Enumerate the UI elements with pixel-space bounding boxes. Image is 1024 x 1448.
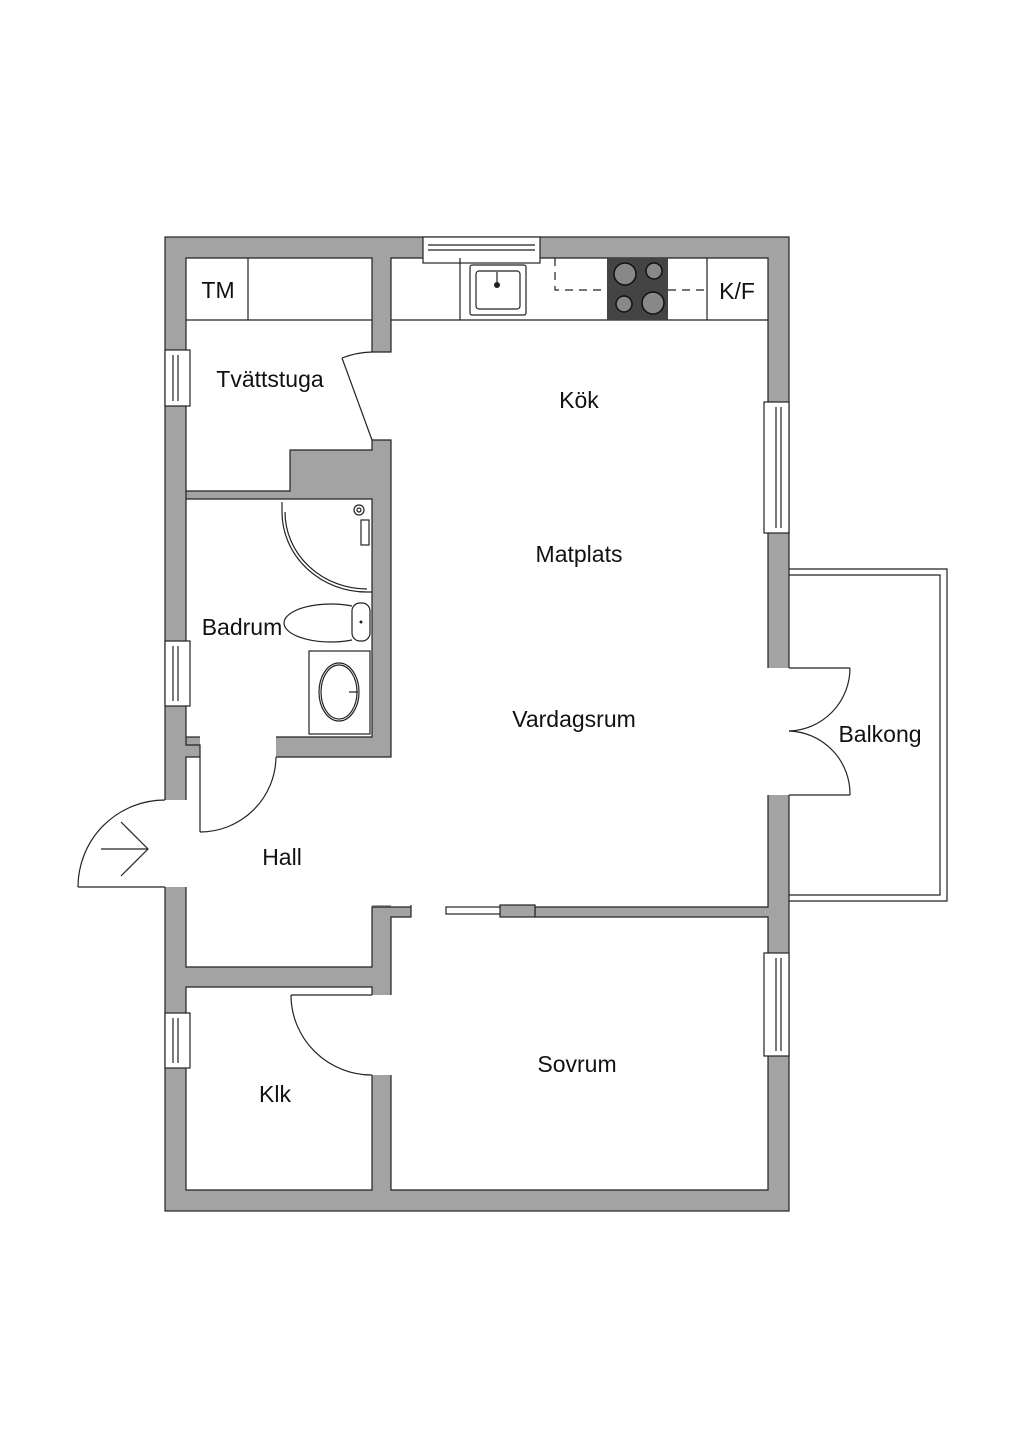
balcony [789, 568, 948, 902]
balcony-door [788, 667, 851, 796]
label-tm: TM [201, 277, 234, 303]
sliding-door [445, 904, 536, 918]
doors [77, 351, 851, 1076]
label-kok: Kök [559, 387, 599, 413]
entrance-door [77, 799, 166, 888]
room-spaces [164, 258, 790, 1190]
label-vardagsrum: Vardagsrum [512, 706, 636, 732]
kitchen-counter [186, 258, 768, 321]
kitchen-sink-icon [469, 264, 527, 316]
label-klk: Klk [259, 1081, 291, 1107]
klk-door [290, 994, 373, 1076]
windows [164, 236, 790, 1069]
stove-icon [607, 258, 668, 320]
shower-icon [281, 502, 372, 593]
badrum-door [199, 756, 277, 833]
label-sovrum: Sovrum [537, 1051, 616, 1077]
label-badrum: Badrum [202, 614, 283, 640]
tvattstuga-door [341, 351, 373, 441]
bathroom-fixtures [281, 502, 372, 735]
label-hall: Hall [262, 844, 302, 870]
label-balkong: Balkong [838, 721, 921, 747]
washbasin-icon [308, 650, 371, 735]
label-kf: K/F [719, 278, 755, 304]
label-tvattstuga: Tvättstuga [216, 366, 324, 392]
label-matplats: Matplats [536, 541, 623, 567]
toilet-icon [283, 602, 371, 643]
entrance-arrow-icon [101, 821, 149, 877]
